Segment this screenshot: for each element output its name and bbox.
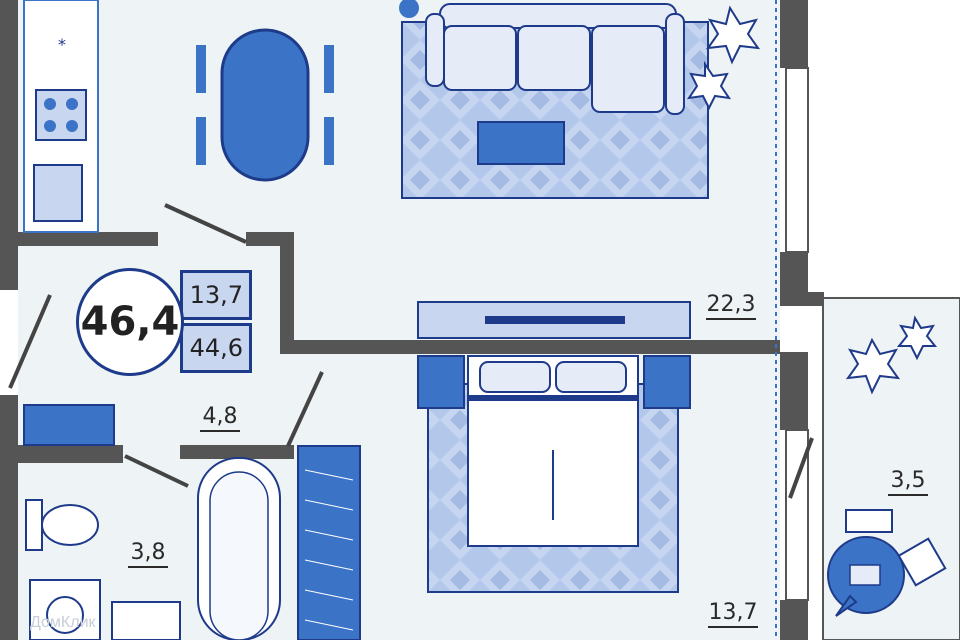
nightstand-right (643, 355, 691, 409)
toilet (25, 499, 43, 551)
sofa (425, 3, 685, 115)
walls (0, 0, 824, 640)
bathroom-area: 3,8 (128, 542, 168, 568)
living-area: 13,7 (180, 270, 252, 320)
windows (785, 67, 809, 601)
balcony-table (827, 509, 947, 617)
balcony-area: 3,5 (888, 470, 928, 496)
hallway-area: 4,8 (200, 406, 240, 432)
kitchen-counter: * (23, 0, 99, 233)
bed (467, 355, 639, 547)
bedroom-area: 13,7 (708, 602, 758, 628)
dining-table (196, 28, 334, 182)
entry-shelf (23, 404, 115, 446)
wardrobe (297, 445, 361, 640)
coffee-table (477, 121, 565, 165)
tv (485, 316, 625, 324)
living-room-area: 22,3 (706, 294, 756, 320)
second-area: 44,6 (180, 323, 252, 373)
svg-text:*: * (58, 35, 66, 54)
apartment-area-badge: 46,4 13,7 44,6 (76, 268, 254, 378)
floor-lamp (399, 0, 419, 18)
nightstand-left (417, 355, 465, 409)
sink (111, 601, 181, 640)
plants (686, 5, 938, 395)
door-swings (8, 203, 814, 499)
watermark: ДомКлик (30, 614, 96, 631)
washing-machine (29, 579, 101, 640)
total-area: 46,4 (76, 268, 184, 376)
